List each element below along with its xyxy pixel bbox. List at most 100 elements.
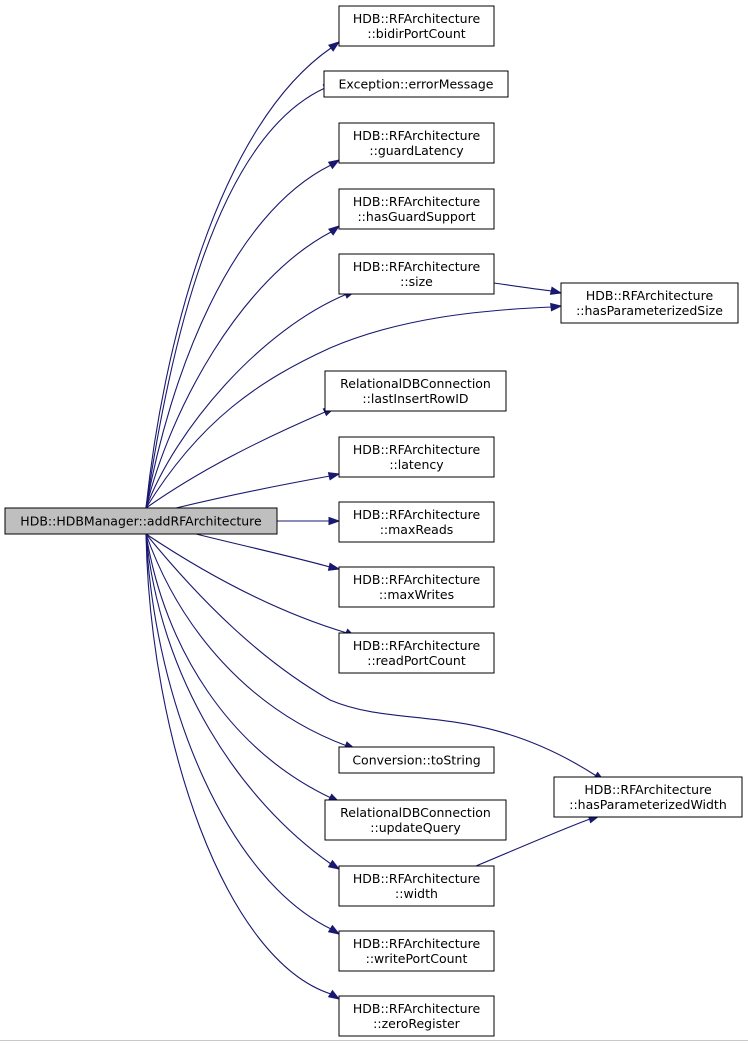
node-hasParameterizedSize[interactable]: HDB::RFArchitecture::hasParameterizedSiz… bbox=[560, 282, 739, 324]
edge-root-to-errorMessage bbox=[145, 84, 336, 509]
edge-line bbox=[175, 475, 331, 509]
node-box bbox=[338, 746, 495, 774]
edge-line bbox=[493, 282, 553, 292]
edge-line bbox=[145, 164, 332, 509]
node-box bbox=[338, 5, 495, 47]
edge-line bbox=[145, 533, 332, 930]
nodes-layer: HDB::HDBManager::addRFArchitectureHDB::R… bbox=[4, 5, 743, 1037]
node-label-line: HDB::RFArchitecture bbox=[353, 11, 481, 26]
edge-root-to-zeroRegister bbox=[145, 533, 341, 1000]
node-box bbox=[338, 501, 495, 543]
edge-line bbox=[145, 533, 599, 778]
node-box bbox=[553, 776, 743, 818]
edge-root-to-maxReads bbox=[276, 516, 341, 526]
arrowhead-icon bbox=[327, 989, 341, 1000]
edge-root-to-readPortCount bbox=[145, 533, 357, 638]
node-label-line: Conversion::toString bbox=[352, 753, 480, 768]
arrowhead-icon bbox=[327, 562, 341, 571]
edge-root-to-bidirPortCount bbox=[145, 41, 341, 509]
node-label-line: HDB::HDBManager::addRFArchitecture bbox=[20, 514, 262, 529]
edge-line bbox=[195, 533, 331, 568]
node-box bbox=[338, 436, 495, 478]
node-guardLatency[interactable]: HDB::RFArchitecture::guardLatency bbox=[338, 122, 495, 164]
node-label-line: ::updateQuery bbox=[370, 820, 461, 835]
node-box bbox=[324, 799, 507, 841]
node-box bbox=[324, 370, 507, 412]
edge-root-to-width bbox=[145, 533, 341, 870]
node-label-line: ::guardLatency bbox=[369, 143, 464, 158]
node-size[interactable]: HDB::RFArchitecture::size bbox=[338, 253, 495, 295]
node-label-line: HDB::RFArchitecture bbox=[353, 507, 481, 522]
edge-line bbox=[145, 87, 326, 509]
node-label-line: HDB::RFArchitecture bbox=[353, 128, 481, 143]
edge-root-to-updateQuery bbox=[145, 533, 341, 803]
edge-root-to-latency bbox=[175, 472, 341, 509]
node-bidirPortCount[interactable]: HDB::RFArchitecture::bidirPortCount bbox=[338, 5, 495, 47]
arrowhead-icon bbox=[327, 924, 341, 935]
node-label-line: ::width bbox=[395, 886, 438, 901]
node-box bbox=[338, 122, 495, 164]
edge-line bbox=[145, 533, 332, 799]
edges-layer bbox=[145, 41, 606, 1000]
edge-line bbox=[145, 231, 332, 509]
arrowhead-icon bbox=[327, 159, 341, 170]
edge-size-to-hasParameterizedSize bbox=[493, 282, 563, 295]
node-hasGuardSupport[interactable]: HDB::RFArchitecture::hasGuardSupport bbox=[338, 188, 495, 230]
node-box bbox=[338, 930, 495, 972]
node-label-line: RelationalDBConnection bbox=[340, 805, 491, 820]
node-width[interactable]: HDB::RFArchitecture::width bbox=[338, 865, 495, 907]
arrowhead-icon bbox=[328, 41, 341, 52]
edge-line bbox=[145, 293, 348, 509]
node-box bbox=[338, 865, 495, 907]
node-label-line: HDB::RFArchitecture bbox=[586, 288, 714, 303]
node-hasParameterizedWidth[interactable]: HDB::RFArchitecture::hasParameterizedWid… bbox=[553, 776, 743, 818]
edge-root-to-maxWrites bbox=[195, 533, 341, 571]
node-latency[interactable]: HDB::RFArchitecture::latency bbox=[338, 436, 495, 478]
edge-root-to-writePortCount bbox=[145, 533, 341, 935]
edge-line bbox=[145, 47, 332, 509]
edge-line bbox=[145, 411, 326, 509]
node-label-line: HDB::RFArchitecture bbox=[353, 638, 481, 653]
node-label-line: HDB::RFArchitecture bbox=[353, 936, 481, 951]
node-errorMessage[interactable]: Exception::errorMessage bbox=[323, 70, 509, 98]
node-label-line: HDB::RFArchitecture bbox=[353, 572, 481, 587]
node-root[interactable]: HDB::HDBManager::addRFArchitecture bbox=[4, 507, 278, 535]
node-label-line: ::size bbox=[400, 274, 433, 289]
node-label-line: ::hasGuardSupport bbox=[357, 209, 475, 224]
node-label-line: ::maxWrites bbox=[379, 587, 454, 602]
node-maxWrites[interactable]: HDB::RFArchitecture::maxWrites bbox=[338, 566, 495, 608]
node-readPortCount[interactable]: HDB::RFArchitecture::readPortCount bbox=[338, 632, 495, 674]
node-writePortCount[interactable]: HDB::RFArchitecture::writePortCount bbox=[338, 930, 495, 972]
node-toString[interactable]: Conversion::toString bbox=[338, 746, 495, 774]
node-lastInsertRowID[interactable]: RelationalDBConnection::lastInsertRowID bbox=[324, 370, 507, 412]
node-label-line: ::hasParameterizedWidth bbox=[569, 797, 727, 812]
node-label-line: HDB::RFArchitecture bbox=[353, 871, 481, 886]
edge-line bbox=[145, 533, 348, 747]
node-label-line: ::zeroRegister bbox=[373, 1016, 461, 1031]
node-label-line: HDB::RFArchitecture bbox=[353, 442, 481, 457]
node-label-line: HDB::RFArchitecture bbox=[353, 1001, 481, 1016]
arrowhead-icon bbox=[328, 225, 341, 236]
node-label-line: ::maxReads bbox=[380, 522, 454, 537]
node-label-line: ::hasParameterizedSize bbox=[576, 303, 723, 318]
edge-line bbox=[475, 818, 591, 867]
node-box bbox=[338, 253, 495, 295]
node-label-line: ::writePortCount bbox=[366, 951, 468, 966]
edge-root-to-toString bbox=[145, 533, 357, 750]
node-box bbox=[338, 566, 495, 608]
node-box bbox=[4, 507, 278, 535]
node-label-line: RelationalDBConnection bbox=[340, 376, 491, 391]
node-maxReads[interactable]: HDB::RFArchitecture::maxReads bbox=[338, 501, 495, 543]
node-label-line: HDB::RFArchitecture bbox=[353, 259, 481, 274]
node-label-line: ::bidirPortCount bbox=[367, 26, 465, 41]
edge-root-to-hasGuardSupport bbox=[145, 225, 341, 509]
node-zeroRegister[interactable]: HDB::RFArchitecture::zeroRegister bbox=[338, 995, 495, 1037]
node-label-line: ::lastInsertRowID bbox=[362, 391, 468, 406]
node-label-line: ::readPortCount bbox=[367, 653, 466, 668]
edge-line bbox=[145, 533, 348, 634]
node-updateQuery[interactable]: RelationalDBConnection::updateQuery bbox=[324, 799, 507, 841]
arrowhead-icon bbox=[328, 516, 341, 526]
edge-line bbox=[145, 533, 332, 995]
arrowhead-icon bbox=[549, 286, 563, 295]
